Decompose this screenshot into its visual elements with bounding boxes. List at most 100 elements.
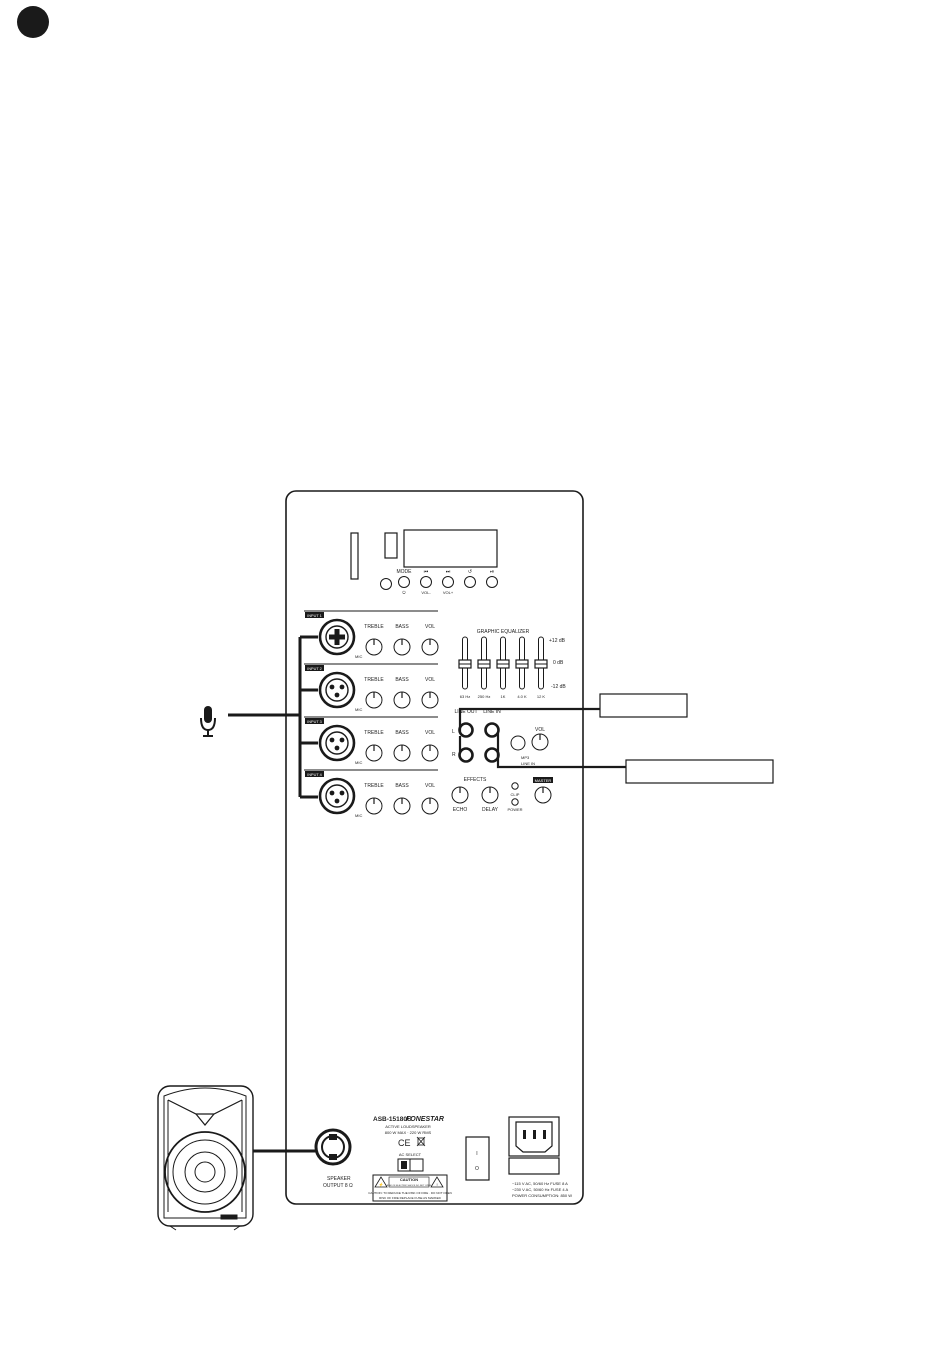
xlr-jack[interactable]	[318, 777, 356, 815]
mode-button[interactable]	[398, 576, 410, 588]
eq-band-2: 250 Hz	[477, 636, 491, 699]
play-pause-symbol: ⏯	[490, 569, 494, 575]
ac-select-label: AC SELECT	[399, 1152, 422, 1157]
usb-port	[384, 532, 398, 559]
source-select-button[interactable]	[510, 735, 526, 751]
knob-label: VOL	[425, 624, 435, 630]
prev-symbol: ⏮	[424, 569, 429, 575]
power-switch-on-mark: I	[476, 1151, 477, 1157]
next-button[interactable]	[442, 576, 454, 588]
power-symbol: ⏻	[402, 590, 406, 595]
line-out-r-jack[interactable]	[458, 747, 474, 763]
power-led-label: POWER	[507, 807, 522, 812]
clip-label: CLIP	[511, 792, 520, 797]
attention-warning-icon: !	[430, 1176, 444, 1188]
speaker-output-sub: OUTPUT 8 Ω	[323, 1183, 353, 1189]
eq-band-label: 12 K	[537, 694, 546, 699]
fuse-holder[interactable]	[508, 1157, 560, 1175]
vol-minus-label: VOL-	[421, 590, 431, 595]
caution-subtitle: RISK OF ELECTRIC SHOCK DO NOT OPEN	[387, 1185, 432, 1187]
next-symbol: ⏭	[446, 569, 451, 575]
knob-label: VOL	[425, 677, 435, 683]
eq-band-label: 4.0 K	[517, 694, 527, 699]
power-rating: 800 W MAX · 220 W RMS	[385, 1130, 432, 1135]
master-label: MASTER	[535, 778, 552, 783]
input-tag-bg	[305, 612, 324, 618]
line-in-cable	[496, 733, 626, 769]
shock-warning-icon: ⚡	[374, 1176, 388, 1188]
speakon-output[interactable]	[314, 1128, 352, 1166]
xlr-jack[interactable]	[318, 671, 356, 709]
ir-sensor	[380, 578, 392, 590]
channel-l-label: L	[452, 729, 455, 735]
microphone-icon	[200, 706, 216, 737]
eq-band-4: 4.0 K	[515, 636, 529, 699]
input-tag-label: INPUT 2	[307, 667, 322, 671]
brand-name: FONESTAR	[406, 1116, 444, 1123]
line-out-l-jack[interactable]	[458, 722, 474, 738]
eq-band-1: 63 Hz	[458, 636, 472, 699]
iec-power-inlet[interactable]	[508, 1116, 560, 1157]
repeat-symbol: ↺	[468, 569, 472, 575]
power-consumption: POWER CONSUMPTION: 850 W	[512, 1193, 572, 1198]
line-in-label: LINE IN	[483, 709, 501, 715]
knob-label: TREBLE	[364, 677, 384, 683]
clip-led	[511, 782, 519, 790]
power-switch[interactable]: I O	[465, 1136, 490, 1181]
power-led	[511, 798, 519, 806]
sd-card-slot	[350, 532, 359, 580]
mic-label: MIC	[355, 813, 362, 818]
effects-section: EFFECTS ECHO DELAY CLIP POWER MASTER	[451, 777, 553, 813]
eq-scale-top: +12 dB	[549, 638, 566, 644]
mic-label: MIC	[355, 707, 362, 712]
prev-button[interactable]	[420, 576, 432, 588]
fuse-spec-115v: ~115 V AC, 50/60 Hz FUSE 8 A	[512, 1181, 568, 1186]
input-tag-bg	[305, 771, 324, 777]
line-in-r-jack[interactable]	[484, 747, 500, 763]
rear-panel	[285, 490, 584, 1205]
xlr-jack[interactable]	[318, 618, 356, 656]
ac-select-switch[interactable]	[397, 1158, 424, 1172]
line-in-select-label: LINE IN	[521, 761, 535, 766]
knob-label: BASS	[395, 624, 409, 630]
knob-label: VOL	[425, 783, 435, 789]
caution-warning-line1: CAUTION: TO REDUCE THE RISK OF FIRE · DO…	[368, 1191, 452, 1195]
line-out-label: LINE OUT	[454, 709, 477, 715]
input-tag-label: INPUT 3	[307, 720, 322, 724]
repeat-button[interactable]	[464, 576, 476, 588]
line-in-l-jack[interactable]	[484, 722, 500, 738]
input-tag-bg	[305, 718, 324, 724]
xlr-jack[interactable]	[318, 724, 356, 762]
product-description: ACTIVE LOUDSPEAKER	[385, 1124, 431, 1129]
eq-scale-bottom: -12 dB	[551, 684, 566, 690]
media-player: MODE ⏮ ⏭ ↺ ⏯ ⏻ VOL- VOL+	[350, 529, 498, 595]
play-pause-button[interactable]	[486, 576, 498, 588]
master-tag-bg	[533, 777, 553, 783]
caution-warning-line2: RISK OF FIRE REPLACE FUSE AS MARKED	[379, 1196, 442, 1200]
line-vol-label: VOL	[535, 727, 545, 733]
eq-band-label: 1K	[501, 694, 506, 699]
passive-speaker-icon	[157, 1085, 254, 1231]
eq-title: GRAPHIC EQUALIZER	[477, 629, 530, 635]
power-switch-off-mark: O	[475, 1166, 479, 1172]
eq-band-5: 12 K	[534, 636, 548, 699]
eq-band-label: 250 Hz	[478, 694, 491, 699]
effects-title: EFFECTS	[464, 777, 487, 783]
mic-label: MIC	[355, 654, 362, 659]
input-tag-label: INPUT 4	[307, 773, 322, 777]
mic-label: MIC	[355, 760, 362, 765]
knob-label: TREBLE	[364, 624, 384, 630]
svg-text:⚡: ⚡	[379, 1182, 384, 1187]
mode-label: MODE	[397, 569, 413, 575]
knob-label: VOL	[425, 730, 435, 736]
input-tag-label: INPUT 1	[307, 614, 322, 618]
fuse-spec-230v: ~230 V AC, 50/60 Hz FUSE 4 A	[512, 1187, 568, 1192]
knob-label: TREBLE	[364, 730, 384, 736]
model-name: ASB-15180U	[373, 1116, 412, 1123]
graphic-equalizer: GRAPHIC EQUALIZER +12 dB 0 dB -12 dB 63 …	[458, 629, 566, 699]
echo-label: ECHO	[453, 807, 468, 813]
